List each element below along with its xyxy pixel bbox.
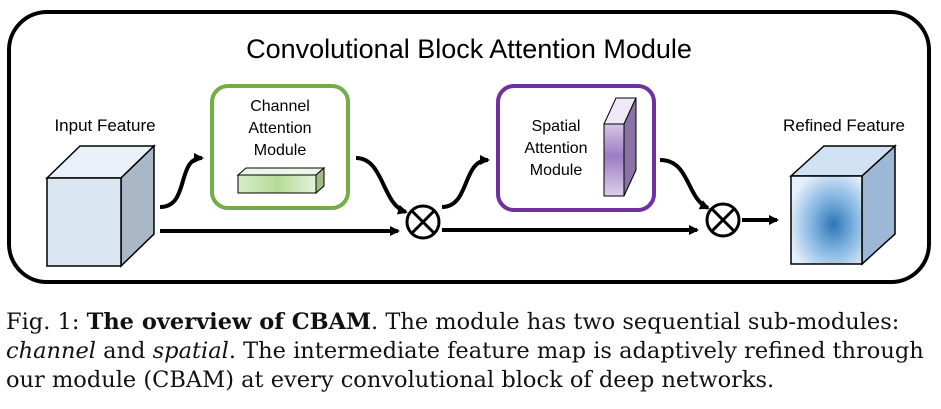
caption-line-2: channel and spatial. The intermediate fe… [6,337,936,366]
caption-line-3: our module (CBAM) at every convolutional… [6,367,775,393]
arrow-spatial-to-mult2 [659,158,710,210]
arrow-channel-to-mult1 [355,156,408,215]
caption-bold: The overview of CBAM [86,309,372,335]
spatial-module-line1: Spatial [532,118,581,135]
flow-arrows [159,153,779,236]
caption-after-italic: . The intermediate feature map is adapti… [228,338,924,364]
input-feature-label: Input Feature [54,116,155,135]
refined-feature-label: Refined Feature [783,116,905,135]
channel-module-line1: Channel [250,98,310,115]
channel-attention-bar [236,166,326,195]
arrow-mult1-to-spatial [441,155,490,209]
spatial-module-line3: Module [530,162,583,179]
caption-line-1: Fig. 1: The overview of CBAM. The module… [6,308,936,337]
refined-feature-cube [789,144,897,266]
multiply-node-2 [705,202,741,238]
outer-frame [7,10,931,284]
spatial-attention-plate [603,97,637,197]
caption-italic-channel: channel [6,338,96,364]
arrow-input-to-channel [159,153,204,209]
caption-and: and [96,338,153,364]
input-feature-cube [45,144,156,268]
channel-module-line2: Attention [248,120,311,137]
caption-prefix: Fig. 1: [6,309,87,335]
cbam-diagram: Convolutional Block Attention Module Inp… [7,10,931,284]
caption-after-bold: . The module has two sequential sub-modu… [371,309,900,335]
diagram-title: Convolutional Block Attention Module [246,34,692,64]
figure-caption: Fig. 1: The overview of CBAM. The module… [6,308,936,395]
caption-italic-spatial: spatial [152,338,229,364]
multiply-node-1 [405,204,441,240]
channel-module-line3: Module [254,142,307,159]
spatial-module-line2: Attention [524,140,587,157]
